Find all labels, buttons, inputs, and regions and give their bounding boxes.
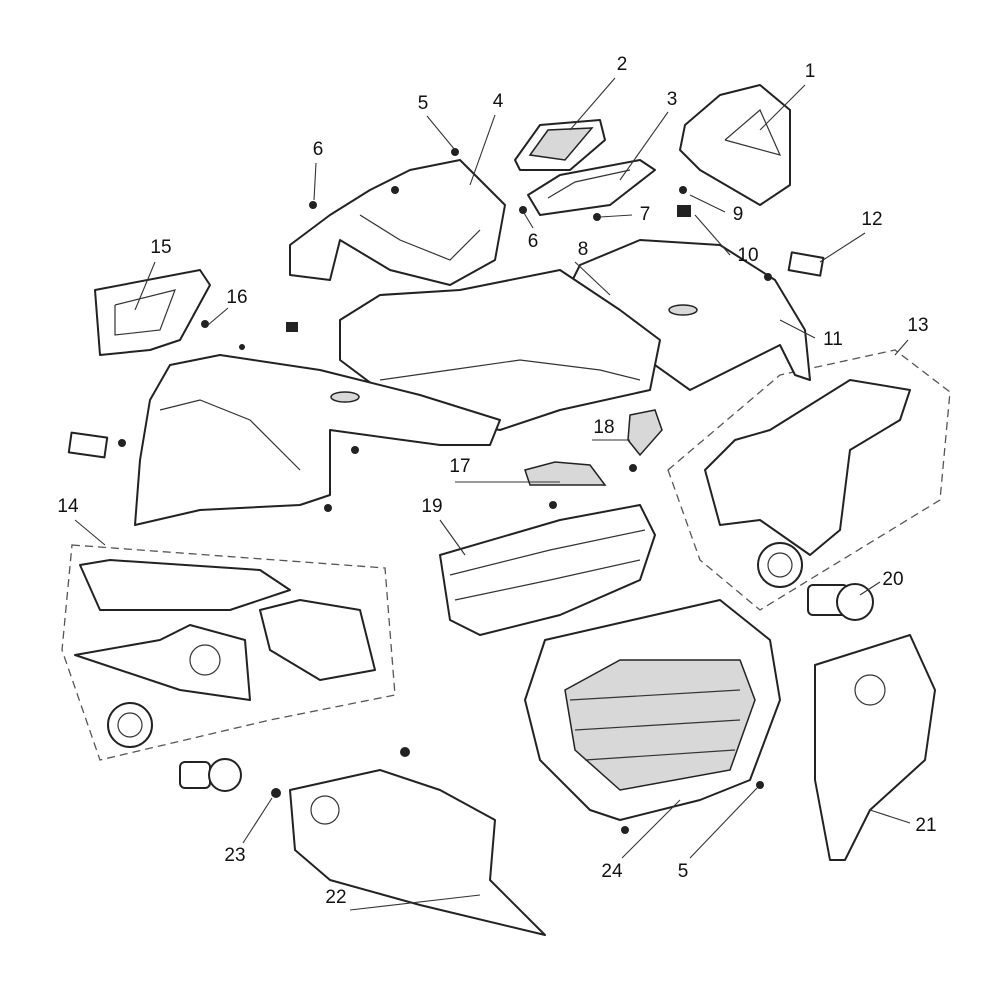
part-22-left-inner-panel <box>289 769 546 936</box>
callout-9: 9 <box>732 204 744 225</box>
side-reflector <box>67 431 109 459</box>
left-headlight <box>179 758 242 792</box>
part-18-bracket <box>627 409 663 457</box>
callout-20: 20 <box>882 569 904 590</box>
callout-18: 18 <box>593 417 615 438</box>
group-outline-14 <box>61 544 396 761</box>
callout-21: 21 <box>915 815 937 836</box>
callout-3: 3 <box>666 89 678 110</box>
leader-lines <box>74 77 911 911</box>
part-4-dash-panel <box>289 159 506 286</box>
part-12-reflector <box>787 251 825 277</box>
callout-12: 12 <box>861 209 883 230</box>
part-15-side-panel <box>94 269 211 356</box>
callout-15: 15 <box>150 237 172 258</box>
callout-10: 10 <box>737 245 759 266</box>
part-14-left-housing <box>74 559 376 748</box>
callout-1: 1 <box>804 61 816 82</box>
part-3-bracket <box>527 159 656 216</box>
callout-8: 8 <box>577 239 589 260</box>
callout-17: 17 <box>449 456 471 477</box>
callout-2: 2 <box>616 54 628 75</box>
callout-7: 7 <box>639 204 651 225</box>
callout-22: 22 <box>325 887 347 908</box>
part-19-grille <box>439 504 656 636</box>
part-1-headlight-cover <box>679 84 791 206</box>
callout-24: 24 <box>601 861 623 882</box>
callout-6-right: 6 <box>527 231 539 252</box>
callout-19: 19 <box>421 496 443 517</box>
callout-13: 13 <box>907 315 929 336</box>
part-13-right-housing <box>704 379 911 588</box>
fasteners <box>118 148 772 834</box>
callout-5-bottom: 5 <box>677 861 689 882</box>
callout-6-left: 6 <box>312 139 324 160</box>
callout-5-top: 5 <box>417 93 429 114</box>
part-20-headlight <box>807 583 874 621</box>
part-2-instrument <box>514 119 606 171</box>
callout-23: 23 <box>224 845 246 866</box>
callout-11: 11 <box>823 329 843 350</box>
callout-14: 14 <box>57 496 79 517</box>
callout-16: 16 <box>226 287 248 308</box>
group-outline-13 <box>667 349 951 611</box>
part-rear-fender <box>134 354 501 526</box>
callout-4: 4 <box>492 91 504 112</box>
part-24-front-bumper <box>524 599 781 821</box>
